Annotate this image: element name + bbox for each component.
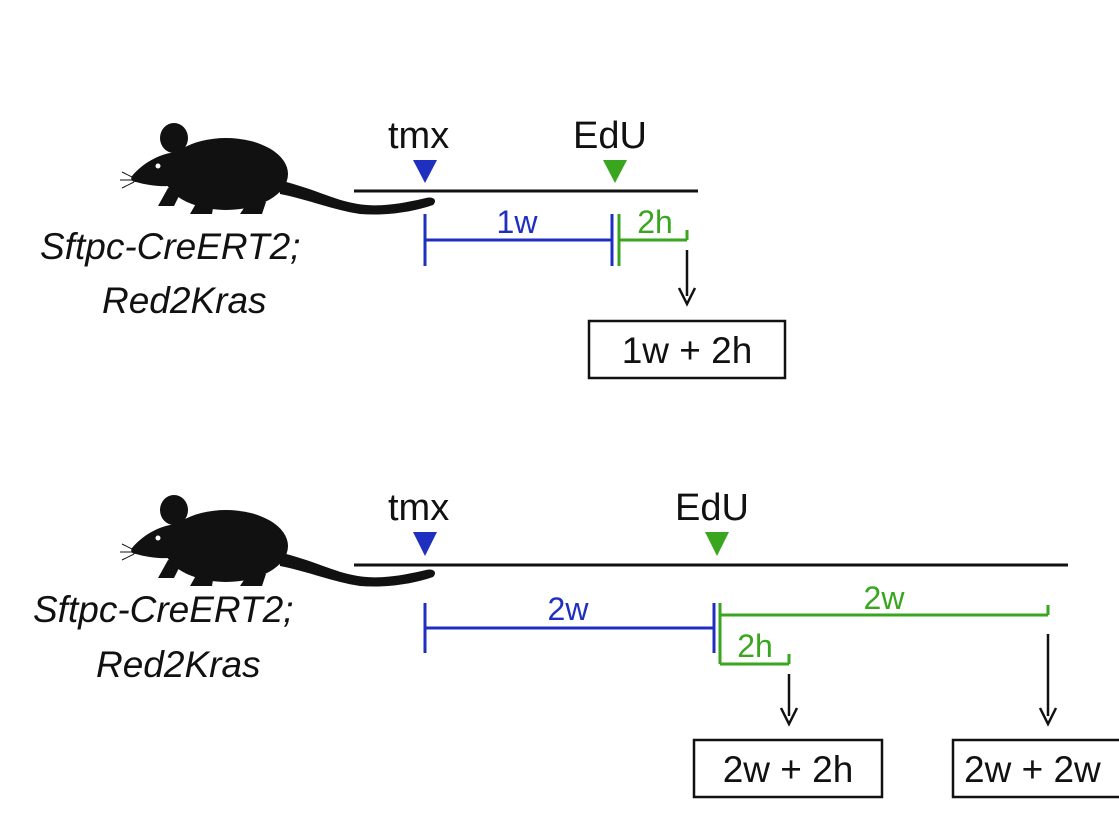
collection-box-1 [692,738,884,799]
genotype-line-2: Red2Kras [102,280,267,321]
collection-label-1: 2w + 2h [723,749,854,790]
genotype-line-2: Red2Kras [96,644,261,685]
pulse-duration-label: 2h [637,204,673,240]
pulse-interval-bracket [720,654,791,666]
chase-duration-label: 1w [497,204,539,240]
tmx-label: tmx [388,115,449,157]
collection-label-2: 2w + 2w [964,749,1101,790]
long-chase-duration-label: 2w [864,580,906,616]
chase-duration-label: 2w [548,591,590,627]
edu-label: EdU [573,115,647,157]
collection-box-2 [951,738,1119,799]
tmx-label: tmx [388,487,449,529]
pulse-interval-bracket [617,214,689,266]
arrow-down-icon [677,287,697,307]
edu-arrowhead-icon [603,160,627,183]
pulse-duration-label: 2h [737,628,773,664]
genotype-line-1: Sftpc-CreERT2; [40,226,300,267]
chase-interval-bracket [423,214,614,266]
collection-box [587,319,787,380]
genotype-line-1: Sftpc-CreERT2; [33,589,293,630]
panel-2: Sftpc-CreERT2; Red2Kras tmx EdU 2w 2w 2 [33,487,1119,799]
arrow-down-icon [1038,707,1058,727]
tmx-arrowhead-icon [413,160,437,183]
panel-1: Sftpc-CreERT2; Red2Kras tmx EdU 1w 2h 1w… [40,115,787,380]
tmx-arrowhead-icon [413,532,437,556]
arrow-down-icon [779,707,799,727]
long-chase-interval-bracket [718,603,1050,664]
edu-label: EdU [675,487,749,529]
collection-label: 1w + 2h [622,330,753,371]
edu-arrowhead-icon [705,532,729,556]
chase-interval-bracket [423,603,716,653]
